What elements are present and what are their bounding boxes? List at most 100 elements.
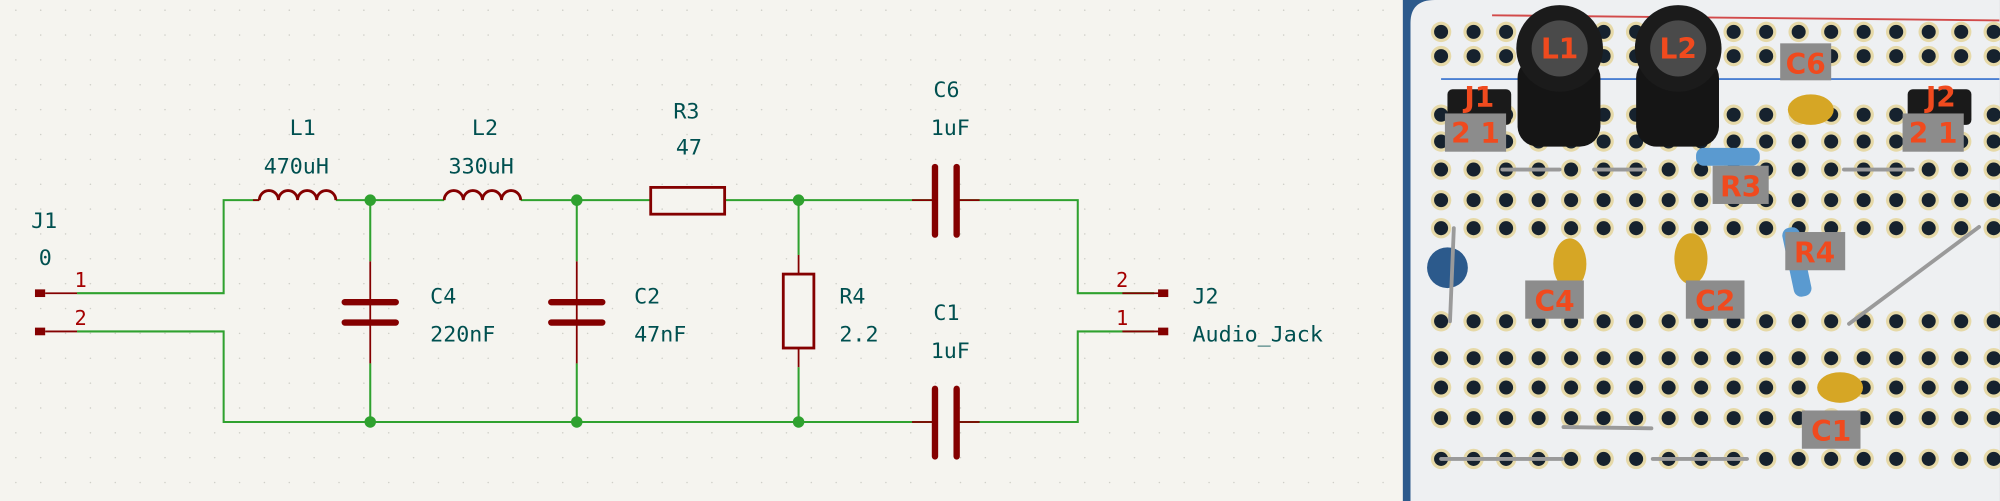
grid-dot bbox=[387, 133, 390, 136]
grid-dot bbox=[959, 481, 962, 484]
grid-dot bbox=[1332, 59, 1335, 61]
grid-dot bbox=[785, 59, 788, 61]
label-box bbox=[1801, 410, 1861, 449]
grid-dot bbox=[64, 382, 67, 384]
grid-dot bbox=[636, 258, 639, 260]
grid-dot bbox=[586, 233, 589, 235]
perfboard-hole bbox=[1596, 351, 1611, 366]
grid-dot bbox=[89, 133, 92, 136]
grid-dot bbox=[338, 456, 340, 459]
perfboard-hole bbox=[1629, 411, 1644, 426]
grid-dot bbox=[39, 258, 42, 260]
grid-dot bbox=[860, 183, 862, 185]
grid-dot bbox=[1108, 332, 1111, 335]
grid-dot bbox=[537, 332, 539, 335]
grid-dot bbox=[1183, 183, 1185, 185]
perfboard-hole bbox=[1759, 134, 1774, 149]
grid-dot bbox=[487, 133, 489, 136]
photo-label-c6: C6 bbox=[1786, 48, 1826, 81]
inductor-l2[interactable]: L2 330uH bbox=[442, 116, 523, 201]
grid-dot bbox=[661, 84, 663, 86]
perfboard-hole bbox=[1954, 411, 1969, 426]
grid-dot bbox=[885, 158, 887, 161]
grid-dot bbox=[611, 282, 614, 285]
r4-ref: R4 bbox=[839, 284, 865, 309]
grid-dot bbox=[462, 282, 465, 285]
grid-dot bbox=[263, 9, 266, 11]
perfboard-hole bbox=[1856, 49, 1871, 64]
grid-dot bbox=[561, 456, 564, 459]
grid-dot bbox=[611, 432, 614, 434]
grid-dot bbox=[860, 233, 862, 235]
resistor-r3[interactable]: R3 47 bbox=[649, 100, 727, 216]
grid-dot bbox=[661, 208, 663, 210]
grid-dot bbox=[984, 108, 987, 111]
grid-dot bbox=[835, 108, 837, 111]
grid-dot bbox=[412, 332, 415, 335]
label-box bbox=[1685, 280, 1745, 319]
perfboard-hole bbox=[1466, 49, 1481, 64]
grid-dot bbox=[810, 84, 813, 86]
grid-dot bbox=[1258, 233, 1260, 235]
grid-dot bbox=[1233, 357, 1235, 359]
grid-dot bbox=[1282, 258, 1285, 260]
grid-dot bbox=[909, 9, 912, 11]
jumper-wire bbox=[1561, 425, 1654, 431]
grid-dot bbox=[735, 432, 738, 434]
grid-dot bbox=[661, 456, 663, 459]
grid-dot bbox=[1233, 456, 1235, 459]
grid-dot bbox=[760, 108, 763, 111]
grid-dot bbox=[860, 332, 862, 335]
grid-dot bbox=[164, 133, 166, 136]
grid-dot bbox=[760, 59, 763, 61]
grid-dot bbox=[238, 456, 241, 459]
grid-dot bbox=[1009, 481, 1011, 484]
grid-dot bbox=[984, 357, 987, 359]
grid-dot bbox=[586, 34, 589, 36]
grid-dot bbox=[1233, 407, 1235, 409]
grid-dot bbox=[636, 481, 639, 484]
label-box bbox=[1525, 280, 1584, 319]
grid-dot bbox=[1357, 307, 1359, 310]
grid-dot bbox=[114, 481, 117, 484]
grid-dot bbox=[1282, 332, 1285, 335]
perfboard-hole bbox=[1499, 193, 1514, 208]
inductor-l1[interactable]: L1 470uH bbox=[252, 116, 338, 202]
grid-dot bbox=[860, 307, 862, 310]
perfboard-hole bbox=[1466, 411, 1481, 426]
grid-dot bbox=[1233, 258, 1235, 260]
grid-dot bbox=[686, 158, 688, 161]
capacitor-c2[interactable]: C2 47nF bbox=[548, 261, 686, 364]
capacitor-c1[interactable]: C1 1uF bbox=[912, 301, 980, 460]
capacitor-c6[interactable]: C6 1uF bbox=[912, 78, 980, 238]
connector-j2[interactable]: 2 1 J2 Audio_Jack bbox=[1116, 268, 1323, 348]
grid-dot bbox=[363, 258, 365, 260]
inductor-coil-icon bbox=[257, 189, 338, 201]
grid-dot bbox=[1258, 357, 1260, 359]
grid-dot bbox=[313, 332, 315, 335]
perfboard-hole bbox=[1466, 193, 1481, 208]
grid-dot bbox=[611, 133, 614, 136]
grid-dot bbox=[1009, 158, 1011, 161]
grid-dot bbox=[561, 9, 564, 11]
grid-dot bbox=[561, 357, 564, 359]
grid-dot bbox=[412, 108, 415, 111]
connector-j1[interactable]: J1 0 1 2 bbox=[31, 209, 87, 336]
resistor-r4[interactable]: R4 2.2 bbox=[781, 254, 878, 368]
grid-dot bbox=[586, 133, 589, 136]
grid-dot bbox=[810, 432, 813, 434]
grid-dot bbox=[636, 332, 639, 335]
perfboard-hole bbox=[1629, 314, 1644, 329]
grid-dot bbox=[1382, 382, 1384, 384]
grid-dot bbox=[213, 332, 216, 335]
grid-dot bbox=[1108, 382, 1111, 384]
grid-dot bbox=[164, 158, 166, 161]
capacitor-c4[interactable]: C4 220nF bbox=[341, 261, 496, 364]
grid-dot bbox=[1034, 407, 1036, 409]
perfboard-hole bbox=[1889, 24, 1904, 39]
grid-dot bbox=[636, 34, 639, 36]
perfboard-hole bbox=[1954, 221, 1969, 236]
grid-dot bbox=[1084, 258, 1086, 260]
c4-capacitor bbox=[1553, 238, 1587, 290]
grid-dot bbox=[213, 84, 216, 86]
